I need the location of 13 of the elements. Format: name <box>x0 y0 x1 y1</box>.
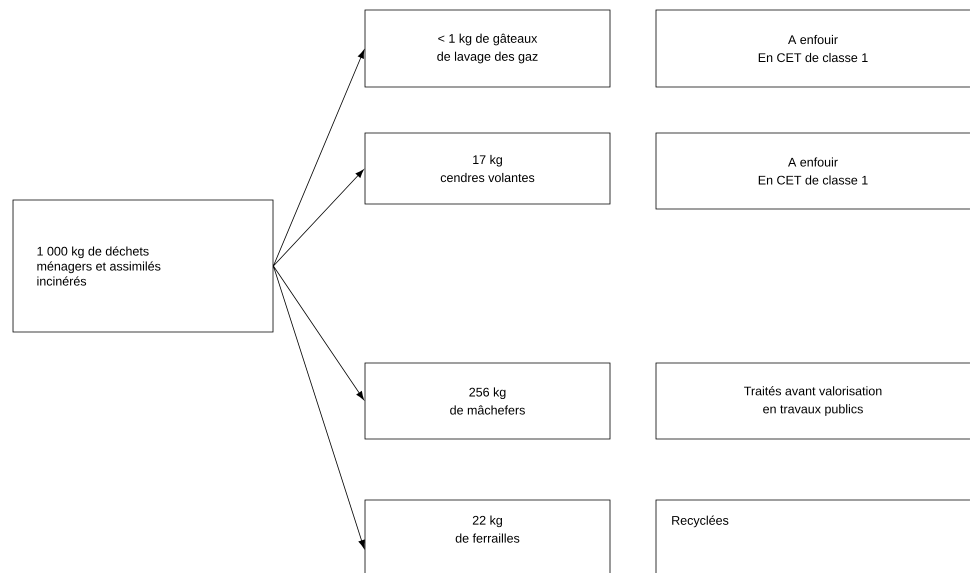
process-box: A enfouir En CET de classe 1 <box>656 10 970 88</box>
process-box: Traités avant valorisation en travaux publics <box>656 362 970 440</box>
source-box: 1 000 kg de déchets ménagers et assimilés incinérés <box>12 200 274 332</box>
process-box: 17 kg cendres volantes <box>364 132 610 204</box>
arrow <box>273 50 364 266</box>
process-box: Recyclées <box>656 500 970 573</box>
process-box: 22 kg de ferrailles <box>364 500 610 573</box>
process-box: 256 kg de mâchefers <box>364 362 610 440</box>
arrow <box>273 266 365 549</box>
process-box: < 1 kg de gâteaux de lavage des gaz <box>364 10 610 88</box>
arrow <box>273 266 364 400</box>
process-box: A enfouir En CET de classe 1 <box>656 132 970 210</box>
arrow <box>273 169 364 266</box>
